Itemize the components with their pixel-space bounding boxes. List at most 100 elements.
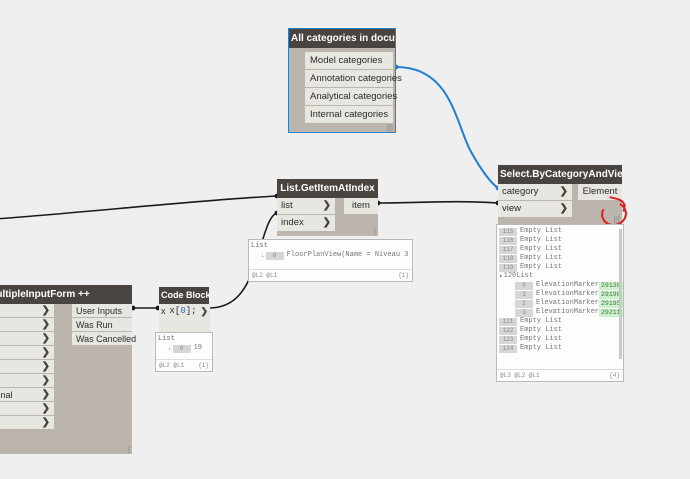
preview-row-index: 0 <box>515 281 533 290</box>
preview-count: {1} <box>198 362 209 369</box>
preview-row-label: FloorPlanView(Name = Niveau 3 ) <box>286 251 412 259</box>
port-label: index <box>281 217 304 228</box>
output-ports: User Inputs Was Run Was Cancelled <box>72 304 136 454</box>
preview-rows: List ↓ 0 19 <box>156 333 212 353</box>
code-block-expression[interactable]: x[0]; <box>167 304 199 334</box>
chevron-right-icon: ❯ <box>322 217 331 228</box>
wire-external-to-list <box>0 195 278 220</box>
preview-row-index: 119 <box>499 263 517 272</box>
input-port-4[interactable]: ❯ <box>0 360 54 374</box>
node-resize-handle[interactable]: ||| <box>386 123 393 132</box>
input-port-x[interactable]: x <box>159 304 168 334</box>
input-port-3[interactable]: ❯ <box>0 346 54 360</box>
input-port-7[interactable]: ❯ <box>0 402 54 416</box>
preview-bubble-codeblock[interactable]: List ↓ 0 19 @L2 @L1 {1} <box>155 332 213 372</box>
node-body[interactable]: Model categories Annotation categories A… <box>289 48 402 132</box>
node-select-bycategoryandview[interactable]: Select.ByCategoryAndView category ❯ view… <box>498 165 622 224</box>
preview-list-header: List <box>158 335 175 343</box>
preview-row: ↓ 0 FloorPlanView(Name = Niveau 3 ) 208 <box>251 251 412 260</box>
preview-row-value: 29195 <box>599 299 623 308</box>
node-resize-handle[interactable]: ||| <box>613 215 620 224</box>
input-port-view[interactable]: view ❯ <box>498 201 572 218</box>
preview-row-label: Empty List <box>520 326 563 334</box>
preview-footer: @L2 @L1 {1} <box>249 269 412 281</box>
preview-row: ↓ 0 19 <box>158 344 210 353</box>
node-all-categories-in-document[interactable]: All categories in document Model categor… <box>288 28 402 133</box>
preview-row-value: 29211 <box>599 308 623 317</box>
preview-row-label: Empty List <box>520 236 563 244</box>
input-port-index[interactable]: index ❯ <box>277 215 335 232</box>
chevron-down-icon[interactable]: ▾ <box>499 273 503 280</box>
node-resize-handle[interactable]: | <box>373 227 376 236</box>
chevron-right-icon: ❯ <box>198 304 211 334</box>
input-port-category[interactable]: category ❯ <box>498 184 572 201</box>
output-port-was-run[interactable]: Was Run <box>72 318 132 332</box>
input-port-0[interactable]: ❯ <box>0 304 54 318</box>
node-multipleinputform[interactable]: MultipleInputForm ++ ❯ ❯ ❯ ❯ ❯ ❯ otional… <box>0 285 136 454</box>
input-port-1[interactable]: ❯ <box>0 318 54 332</box>
node-list-getitematindex[interactable]: List.GetItemAtIndex list ❯ index ❯ item … <box>277 179 378 236</box>
node-body[interactable]: ❯ ❯ ❯ ❯ ❯ ❯ otional❯ ❯ ❯ User Inputs Was… <box>0 304 136 454</box>
preview-row-index: 115 <box>499 227 517 236</box>
preview-row-value: 29190 <box>599 290 623 299</box>
chevron-right-icon: ❯ <box>41 360 50 372</box>
input-port-list[interactable]: list ❯ <box>277 198 335 215</box>
node-body[interactable]: list ❯ index ❯ item | <box>277 198 378 236</box>
node-code-block[interactable]: Code Block x x[0]; ❯ <box>159 287 211 334</box>
preview-row-label: Empty List <box>520 227 563 235</box>
node-title: All categories in document <box>289 29 395 48</box>
node-title: Select.ByCategoryAndView <box>498 165 622 184</box>
node-body[interactable]: category ❯ view ❯ Element ||| <box>498 184 622 224</box>
input-ports: list ❯ index ❯ <box>277 198 335 236</box>
node-body[interactable]: x x[0]; ❯ <box>159 304 211 334</box>
chevron-right-icon: ❯ <box>41 402 50 414</box>
preview-row-value: 29130 <box>599 281 623 290</box>
preview-row-label: Empty List <box>520 254 563 262</box>
preview-row-label: Empty List <box>520 344 563 352</box>
output-port-element[interactable]: Element <box>578 184 622 201</box>
output-port-user-inputs[interactable]: User Inputs <box>72 304 132 318</box>
chevron-right-icon: ❯ <box>322 200 331 211</box>
chevron-right-icon: ❯ <box>41 374 50 386</box>
preview-row-label: Empty List <box>520 245 563 253</box>
input-ports: ❯ ❯ ❯ ❯ ❯ ❯ otional❯ ❯ ❯ <box>0 304 54 454</box>
input-port-5[interactable]: ❯ <box>0 374 54 388</box>
input-ports: category ❯ view ❯ <box>498 184 572 224</box>
input-port-optional[interactable]: otional❯ <box>0 388 54 402</box>
preview-scrollbar[interactable] <box>619 229 622 359</box>
preview-row-label: 19 <box>193 344 203 352</box>
preview-row-index: 123 <box>499 335 517 344</box>
output-port-item[interactable]: item <box>344 198 378 215</box>
chevron-right-icon: ❯ <box>41 346 50 358</box>
chevron-right-icon: ❯ <box>41 416 50 428</box>
category-item-annotation[interactable]: Annotation categories <box>305 70 402 88</box>
preview-row-label: Empty List <box>520 263 563 271</box>
category-item-analytical[interactable]: Analytical categories <box>305 88 397 106</box>
preview-row-index: 116 <box>499 236 517 245</box>
chevron-right-icon: ❯ <box>559 186 568 197</box>
input-port-2[interactable]: ❯ <box>0 332 54 346</box>
list-branch-icon: ↓ <box>168 345 172 352</box>
preview-row-index: 121 <box>499 317 517 326</box>
category-item-model[interactable]: Model categories <box>305 52 393 70</box>
output-port-was-cancelled[interactable]: Was Cancelled <box>72 332 136 346</box>
chevron-right-icon: ❯ <box>41 388 50 400</box>
node-resize-handle[interactable]: | <box>127 445 130 454</box>
category-item-internal[interactable]: Internal categories <box>305 106 393 124</box>
preview-bubble-getitematindex[interactable]: List ↓ 0 FloorPlanView(Name = Niveau 3 )… <box>248 239 413 282</box>
preview-row-index: 118 <box>499 254 517 263</box>
input-port-8[interactable]: ❯ <box>0 416 54 430</box>
preview-footer: @L2 @L1 {1} <box>156 359 212 371</box>
preview-row-label: Empty List <box>520 317 563 325</box>
chevron-right-icon: ❯ <box>41 332 50 344</box>
preview-count: {4} <box>609 372 620 379</box>
